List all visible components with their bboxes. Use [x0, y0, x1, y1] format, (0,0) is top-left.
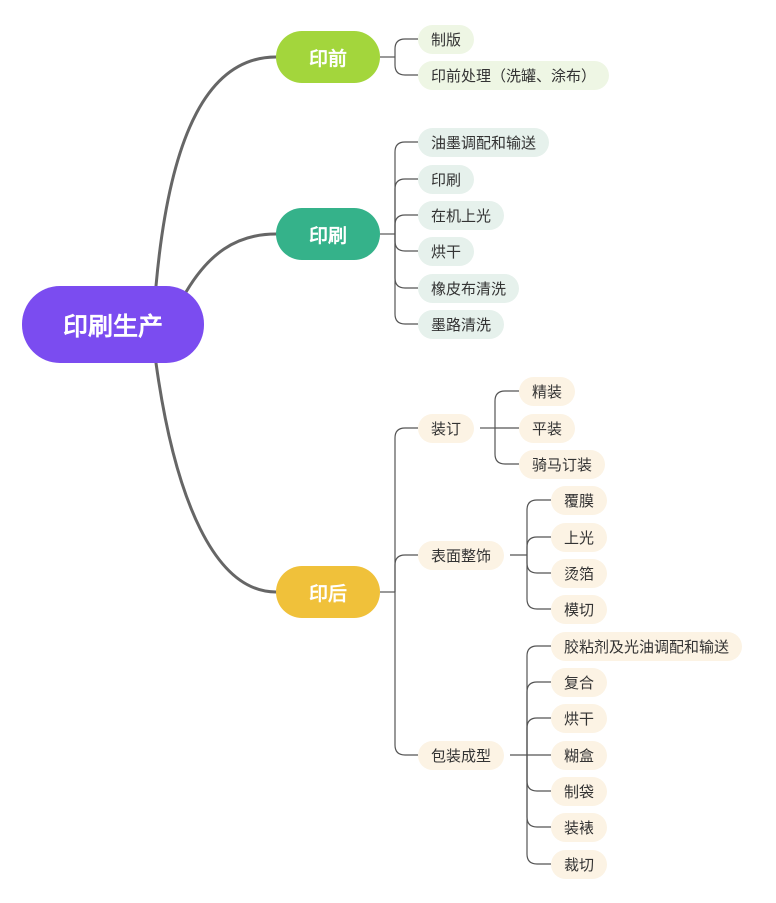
branch-press[interactable]: 印刷 [276, 208, 380, 260]
postpress-link-0 [394, 427, 418, 592]
press-link-2 [394, 214, 418, 234]
branch-prepress[interactable]: 印前 [276, 31, 380, 83]
leaf-label: 糊盒 [564, 747, 595, 765]
surface-link-1 [526, 536, 551, 555]
leaf-label: 复合 [564, 674, 595, 692]
leaf-compounding[interactable]: 复合 [551, 668, 608, 697]
leaf-saddle-stitch[interactable]: 骑马订装 [519, 450, 606, 479]
leaf-label: 骑马订装 [532, 456, 593, 474]
press-link-0 [394, 141, 418, 234]
leaf-label: 在机上光 [431, 207, 492, 225]
surface-link-0 [526, 499, 551, 555]
packaging-link-2 [526, 717, 551, 755]
leaf-inline-coating[interactable]: 在机上光 [418, 201, 505, 230]
leaf-bag-making[interactable]: 制袋 [551, 777, 608, 806]
leaf-box-gluing[interactable]: 糊盒 [551, 741, 608, 770]
leaf-mounting[interactable]: 装裱 [551, 813, 608, 842]
binding-link-0 [494, 390, 519, 428]
branch-postpress[interactable]: 印后 [276, 566, 380, 618]
leaf-label: 精装 [532, 383, 563, 401]
leaf-label: 油墨调配和输送 [431, 134, 537, 152]
leaf-label: 制袋 [564, 783, 595, 801]
postpress-link-2 [394, 592, 418, 756]
packaging-link-1 [526, 681, 551, 755]
subbranch-packaging-forming[interactable]: 包装成型 [418, 741, 505, 770]
subbranch-binding[interactable]: 装订 [418, 414, 475, 443]
leaf-label: 裁切 [564, 856, 595, 874]
binding-link-2 [494, 428, 519, 465]
postpress-link-1 [394, 554, 418, 592]
leaf-prepress-processing[interactable]: 印前处理（洗罐、涂布） [418, 61, 610, 90]
press-link-3 [394, 234, 418, 252]
root-node-printing-production[interactable]: 印刷生产 [22, 286, 204, 363]
leaf-label: 包装成型 [431, 747, 492, 765]
packaging-link-6 [526, 755, 551, 865]
leaf-ink-mixing[interactable]: 油墨调配和输送 [418, 128, 550, 157]
prepress-link-1 [394, 57, 418, 76]
leaf-plate-making[interactable]: 制版 [418, 25, 475, 54]
leaf-paperback[interactable]: 平装 [519, 414, 576, 443]
leaf-label: 装裱 [564, 819, 595, 837]
press-link-1 [394, 178, 418, 234]
press-link-5 [394, 234, 418, 325]
leaf-die-cutting[interactable]: 模切 [551, 595, 608, 624]
branch-label: 印刷 [308, 224, 347, 247]
leaf-lamination[interactable]: 覆膜 [551, 486, 608, 515]
leaf-label: 制版 [431, 31, 462, 49]
leaf-packaging-drying[interactable]: 烘干 [551, 704, 608, 733]
leaf-label: 橡皮布清洗 [431, 280, 507, 298]
leaf-label: 模切 [564, 601, 595, 619]
leaf-drying[interactable]: 烘干 [418, 237, 475, 266]
branch-label: 印前 [308, 47, 347, 70]
surface-link-2 [526, 555, 551, 574]
leaf-label: 烘干 [431, 243, 462, 261]
root-link-press [184, 232, 278, 294]
branch-label: 印后 [308, 582, 347, 605]
packaging-link-4 [526, 755, 551, 792]
packaging-link-0 [526, 645, 551, 755]
root-label: 印刷生产 [62, 311, 163, 341]
leaf-blanket-washing[interactable]: 橡皮布清洗 [418, 274, 520, 303]
leaf-label: 胶粘剂及光油调配和输送 [564, 638, 730, 656]
leaf-ink-path-cleaning[interactable]: 墨路清洗 [418, 310, 505, 339]
leaf-label: 装订 [431, 420, 462, 438]
root-link-prepress [154, 55, 278, 288]
leaf-label: 表面整饰 [431, 547, 492, 565]
subbranch-surface-finishing[interactable]: 表面整饰 [418, 541, 505, 570]
leaf-label: 烘干 [564, 710, 595, 728]
leaf-adhesive-varnish-mixing[interactable]: 胶粘剂及光油调配和输送 [551, 632, 743, 661]
leaf-trimming[interactable]: 裁切 [551, 850, 608, 879]
leaf-label: 平装 [532, 420, 563, 438]
surface-link-3 [526, 555, 551, 610]
leaf-label: 印前处理（洗罐、涂布） [431, 67, 597, 85]
leaf-varnishing[interactable]: 上光 [551, 523, 608, 552]
prepress-link-0 [394, 38, 418, 57]
leaf-hardcover[interactable]: 精装 [519, 377, 576, 406]
leaf-label: 烫箔 [564, 565, 595, 583]
leaf-printing[interactable]: 印刷 [418, 165, 475, 194]
leaf-label: 上光 [564, 529, 595, 547]
root-link-postpress [154, 361, 278, 594]
leaf-label: 墨路清洗 [431, 316, 492, 334]
press-link-4 [394, 234, 418, 289]
leaf-label: 覆膜 [564, 492, 595, 510]
leaf-label: 印刷 [431, 171, 462, 189]
leaf-foil-stamping[interactable]: 烫箔 [551, 559, 608, 588]
